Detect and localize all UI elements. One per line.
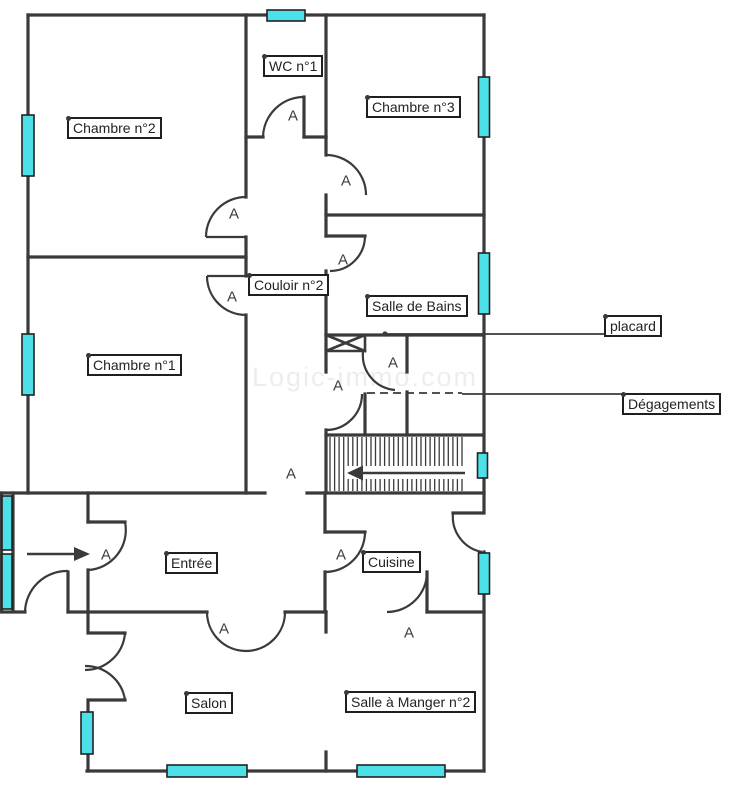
window-lowerleft-1 <box>1 495 13 551</box>
room-label-salle-a-manger-2: Salle à Manger n°2 <box>343 690 477 713</box>
entry-arrow <box>27 547 90 561</box>
door-marker: A <box>100 546 112 564</box>
door-arc-front <box>23 569 69 613</box>
door-arc-cuisine <box>324 531 367 574</box>
door-arc-ch3 <box>325 153 368 196</box>
window-left-1 <box>21 114 35 177</box>
door-arc-hall-upper <box>361 351 396 392</box>
door-arc-salon-bottom <box>84 664 127 701</box>
door-arc-sdb <box>329 235 367 273</box>
door-marker: A <box>387 354 399 372</box>
room-label-couloir-2: Couloir n°2 <box>246 273 330 296</box>
window-salon-left <box>80 711 94 755</box>
door-arc-ch1 <box>205 275 247 317</box>
door-marker: A <box>226 288 238 306</box>
door-arc-wc <box>261 95 305 138</box>
staircase <box>329 437 465 491</box>
door-marker: A <box>228 205 240 223</box>
door-arc-vestibule <box>87 521 127 572</box>
leader-placard-dot <box>382 331 388 337</box>
room-label-chambre-2: Chambre n°2 <box>66 116 162 139</box>
room-label-entree: Entrée <box>163 551 219 574</box>
room-label-chambre-3: Chambre n°3 <box>365 95 461 118</box>
window-lowerleft-2 <box>1 553 13 610</box>
room-label-salle-de-bains: Salle de Bains <box>365 294 468 317</box>
wall-salon-west <box>86 610 127 773</box>
door-marker: A <box>337 251 349 269</box>
room-label-degagements: Dégagements <box>620 392 722 415</box>
door-arc-salon-top <box>84 632 127 672</box>
door-marker: A <box>285 465 297 483</box>
window-bottom-salon <box>166 764 248 778</box>
window-right-ch3 <box>477 76 491 138</box>
door-arc-ch2 <box>204 195 247 238</box>
window-right-sdb <box>477 252 491 315</box>
window-right-stair <box>476 452 489 479</box>
door-marker: A <box>287 107 299 125</box>
door-arc-hall-lower <box>325 393 364 432</box>
window-bottom-sam <box>356 764 446 778</box>
window-top <box>266 9 306 22</box>
door-marker: A <box>340 172 352 190</box>
door-arc-double-left <box>205 611 247 653</box>
door-marker: A <box>332 377 344 395</box>
door-arc-double-right <box>245 611 287 653</box>
windows <box>1 9 491 778</box>
window-right-cuisine <box>477 552 491 595</box>
placard-box <box>324 333 367 353</box>
door-marker: A <box>335 546 347 564</box>
room-label-wc-1: WC n°1 <box>261 54 324 77</box>
door-arcs <box>23 95 483 701</box>
room-label-chambre-1: Chambre n°1 <box>86 353 182 376</box>
door-arc-cuisine-sam <box>386 571 429 614</box>
stair-arrow-head <box>347 465 363 481</box>
walls <box>0 13 486 773</box>
door-marker: A <box>403 624 415 642</box>
leader-lines <box>367 331 622 395</box>
door-marker: A <box>218 620 230 638</box>
room-label-cuisine: Cuisine <box>361 550 421 573</box>
door-arc-backdoor <box>451 512 483 554</box>
room-label-placard: placard <box>603 314 662 337</box>
window-left-2 <box>21 333 35 396</box>
room-label-salon: Salon <box>184 691 233 714</box>
watermark: Logic-immo.com <box>252 362 479 392</box>
